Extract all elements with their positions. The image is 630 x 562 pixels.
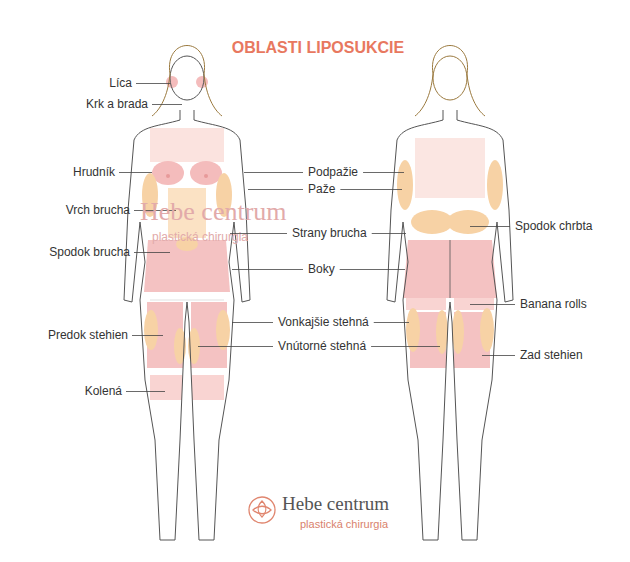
leader-line — [372, 233, 406, 234]
leader-line — [244, 172, 303, 173]
watermark: Hebe centrum — [140, 196, 287, 227]
back-regions — [397, 138, 503, 368]
leader-line — [482, 355, 515, 356]
logo-text: Hebe centrum — [282, 493, 389, 516]
back-figure — [387, 46, 513, 541]
leader-line — [340, 269, 405, 270]
area-label: Banana rolls — [520, 297, 587, 311]
diagram-title: OBLASTI LIPOSUKCIE — [232, 38, 404, 57]
leader-line — [248, 189, 303, 190]
area-label: Zad stehien — [520, 348, 583, 362]
area-label: Predok stehien — [48, 328, 128, 342]
leader-line — [152, 104, 182, 105]
leader-line — [126, 391, 165, 392]
area-label: Spodok chrbta — [515, 219, 592, 233]
area-label: Boky — [308, 262, 335, 276]
leader-line — [470, 304, 515, 305]
watermark: plastická chirurgia — [152, 230, 248, 244]
area-label: Kolená — [85, 384, 122, 398]
area-label: Vrch brucha — [66, 203, 130, 217]
leader-line — [374, 322, 409, 323]
leader-line — [340, 189, 402, 190]
area-label: Strany brucha — [292, 226, 367, 240]
leader-line — [371, 346, 440, 347]
area-label: Krk a brada — [86, 97, 148, 111]
area-label: Vnútorné stehná — [278, 339, 366, 353]
leader-line — [136, 83, 170, 84]
area-label: Podpažie — [308, 165, 358, 179]
area-label: Vonkajšie stehná — [278, 315, 369, 329]
area-label: Hrudník — [73, 165, 115, 179]
leader-line — [119, 172, 152, 173]
leader-line — [132, 335, 163, 336]
front-figure — [124, 46, 250, 541]
area-label: Paže — [308, 182, 335, 196]
logo-mark — [249, 497, 275, 523]
leader-line — [232, 322, 273, 323]
logo-subtitle: plastická chirurgia — [300, 518, 388, 531]
leader-line — [232, 269, 303, 270]
leader-line — [470, 226, 510, 227]
area-label: Líca — [109, 76, 132, 90]
leader-line — [134, 252, 170, 253]
leader-line — [198, 346, 273, 347]
area-label: Spodok brucha — [49, 245, 130, 259]
leader-line — [363, 172, 404, 173]
